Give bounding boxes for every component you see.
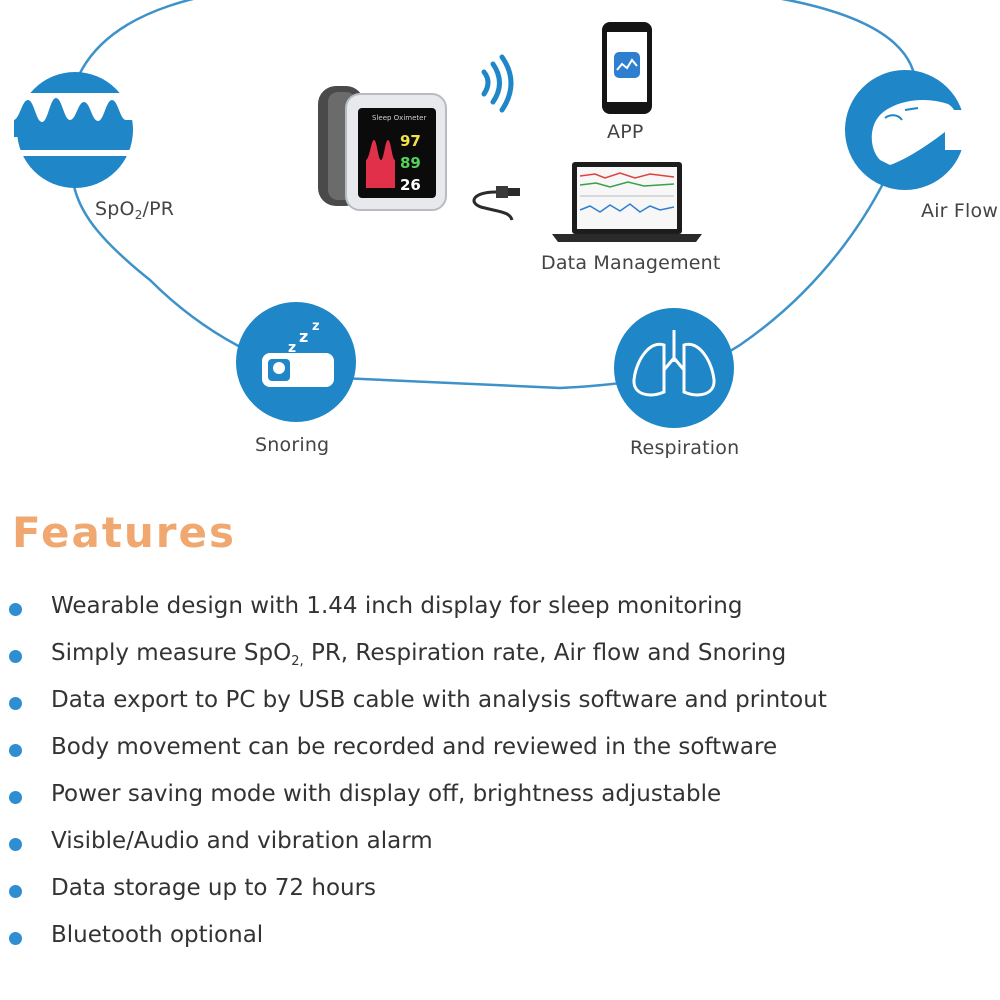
laptop-icon (552, 162, 702, 242)
bullet-icon (9, 603, 22, 616)
features-diagram: z z z Sleep Oximeter 97 89 26 (14, 0, 970, 428)
orbit-line (65, 0, 918, 390)
features-title: Features (12, 508, 236, 557)
bluetooth-signal-icon (481, 54, 514, 113)
device-spo2-value: 97 (400, 132, 421, 150)
spo2-pr-label: SpO2/PR (95, 198, 175, 222)
air-flow-label: Air Flow (921, 200, 999, 222)
feature-text: Power saving mode with display off, brig… (51, 781, 722, 807)
data-management-label: Data Management (541, 252, 721, 274)
device-rr-value: 26 (400, 176, 421, 194)
sleep-oximeter-device: Sleep Oximeter 97 89 26 (318, 86, 447, 211)
feature-text: Body movement can be recorded and review… (51, 734, 778, 760)
bullet-icon (9, 838, 22, 851)
device-title: Sleep Oximeter (372, 114, 426, 122)
list-item: Power saving mode with display off, brig… (0, 778, 1000, 818)
lungs-icon (614, 308, 734, 428)
respiration-label: Respiration (630, 437, 740, 459)
bullet-icon (9, 885, 22, 898)
snoring-label: Snoring (255, 434, 330, 456)
finger-icon (845, 70, 970, 190)
list-item: Data export to PC by USB cable with anal… (0, 684, 1000, 724)
app-label: APP (607, 121, 644, 143)
feature-text: Bluetooth optional (51, 922, 264, 948)
svg-text:z: z (288, 340, 296, 356)
list-item: Data storage up to 72 hours (0, 872, 1000, 912)
bullet-icon (9, 744, 22, 757)
feature-text: Simply measure SpO2, PR, Respiration rat… (51, 640, 787, 669)
feature-text: Visible/Audio and vibration alarm (51, 828, 433, 854)
bullet-icon (9, 697, 22, 710)
feature-text: Data export to PC by USB cable with anal… (51, 687, 827, 713)
usb-cable-icon (472, 186, 520, 221)
wave-icon (14, 72, 133, 188)
list-item: Simply measure SpO2, PR, Respiration rat… (0, 637, 1000, 677)
list-item: Wearable design with 1.44 inch display f… (0, 590, 1000, 630)
list-item: Body movement can be recorded and review… (0, 731, 1000, 771)
smartphone-icon (602, 22, 652, 114)
device-pr-value: 89 (400, 154, 421, 172)
svg-text:z: z (299, 327, 308, 346)
list-item: Visible/Audio and vibration alarm (0, 825, 1000, 865)
bullet-icon (9, 791, 22, 804)
feature-text: Wearable design with 1.44 inch display f… (51, 593, 743, 619)
snoring-bed-icon: z z z (236, 302, 356, 422)
svg-text:z: z (312, 319, 320, 334)
list-item: Bluetooth optional (0, 919, 1000, 959)
bullet-icon (9, 932, 22, 945)
feature-text: Data storage up to 72 hours (51, 875, 377, 901)
bullet-icon (9, 650, 22, 663)
